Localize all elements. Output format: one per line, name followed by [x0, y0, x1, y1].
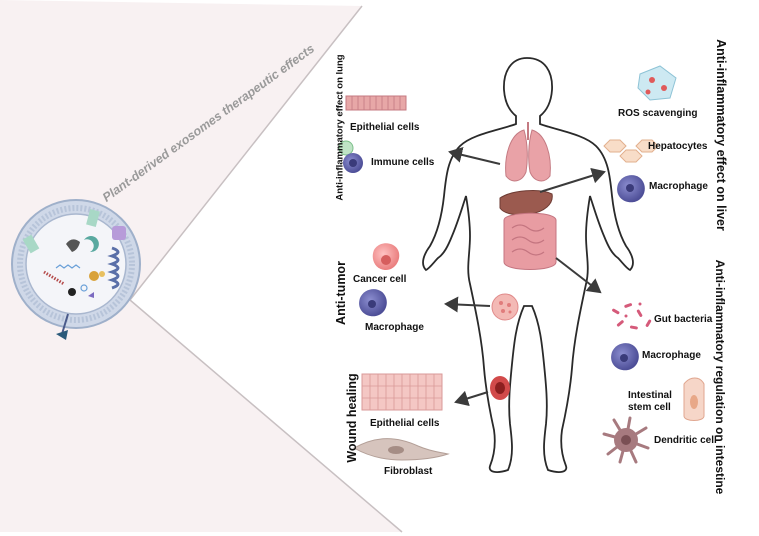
macrophage-icon: [611, 343, 639, 371]
arrow-to-wound: [454, 390, 489, 407]
label-intestine-macrophage: Macrophage: [642, 350, 701, 361]
heading-liver: Anti-inflammatory effect on liver: [714, 39, 728, 231]
label-liver-macrophage: Macrophage: [649, 181, 708, 192]
lungs-icon: [505, 122, 551, 182]
exosome-vesicle-icon: [11, 199, 141, 340]
ros-icon: [637, 65, 677, 101]
stem-cell-icon: [683, 377, 705, 421]
liver-icon: [499, 190, 553, 216]
fibroblast-icon: [352, 438, 450, 461]
tumor-icon: [491, 293, 519, 321]
label-tumor-cancer: Cancer cell: [353, 274, 407, 285]
label-wound-fibroblast: Fibroblast: [384, 466, 433, 477]
arrow-to-liver: [539, 167, 606, 193]
heading-lung: Anti-inflammatory effect on lung: [334, 54, 346, 201]
hepatocytes-icon: [603, 139, 659, 163]
arrow-to-tumor: [444, 296, 491, 313]
cancer-cell-icon: [372, 243, 400, 270]
label-intestine-dendritic: Dendritic cell: [654, 435, 717, 446]
label-intestine-bacteria: Gut bacteria: [654, 314, 713, 325]
label-lung-immune: Immune cells: [371, 157, 435, 168]
background-wedge: [0, 0, 402, 532]
wedge-line-top: [129, 5, 363, 301]
label-wound-epithelial: Epithelial cells: [370, 418, 440, 429]
label-liver-hepatocytes: Hepatocytes: [648, 141, 708, 152]
epithelial-strip-icon: [345, 95, 407, 111]
immune-cell-icon: [338, 140, 363, 173]
arrow-to-intestine: [555, 257, 602, 294]
label-intestine-stem-line1: Intestinal: [628, 390, 672, 401]
label-tumor-macrophage: Macrophage: [365, 322, 424, 333]
label-lung-epithelial: Epithelial cells: [350, 122, 420, 133]
arrow-to-lung: [448, 147, 501, 165]
heading-tumor: Anti-tumor: [334, 261, 348, 325]
label-intestine-stem-line2: stem cell: [628, 402, 671, 413]
gut-bacteria-icon: [612, 302, 652, 330]
wound-icon: [490, 376, 510, 400]
dendritic-cell-icon: [602, 416, 650, 464]
heading-intestine: Anti-inflammatory regulation on intestin…: [713, 259, 727, 495]
heading-wound: Wound healing: [345, 373, 359, 463]
label-liver-ros: ROS scavenging: [618, 108, 698, 119]
epithelial-strip-icon: [361, 373, 443, 411]
macrophage-icon: [359, 289, 387, 317]
intestine-icon: [503, 212, 557, 270]
wedge-line-bottom: [129, 299, 403, 533]
macrophage-icon: [617, 175, 645, 203]
